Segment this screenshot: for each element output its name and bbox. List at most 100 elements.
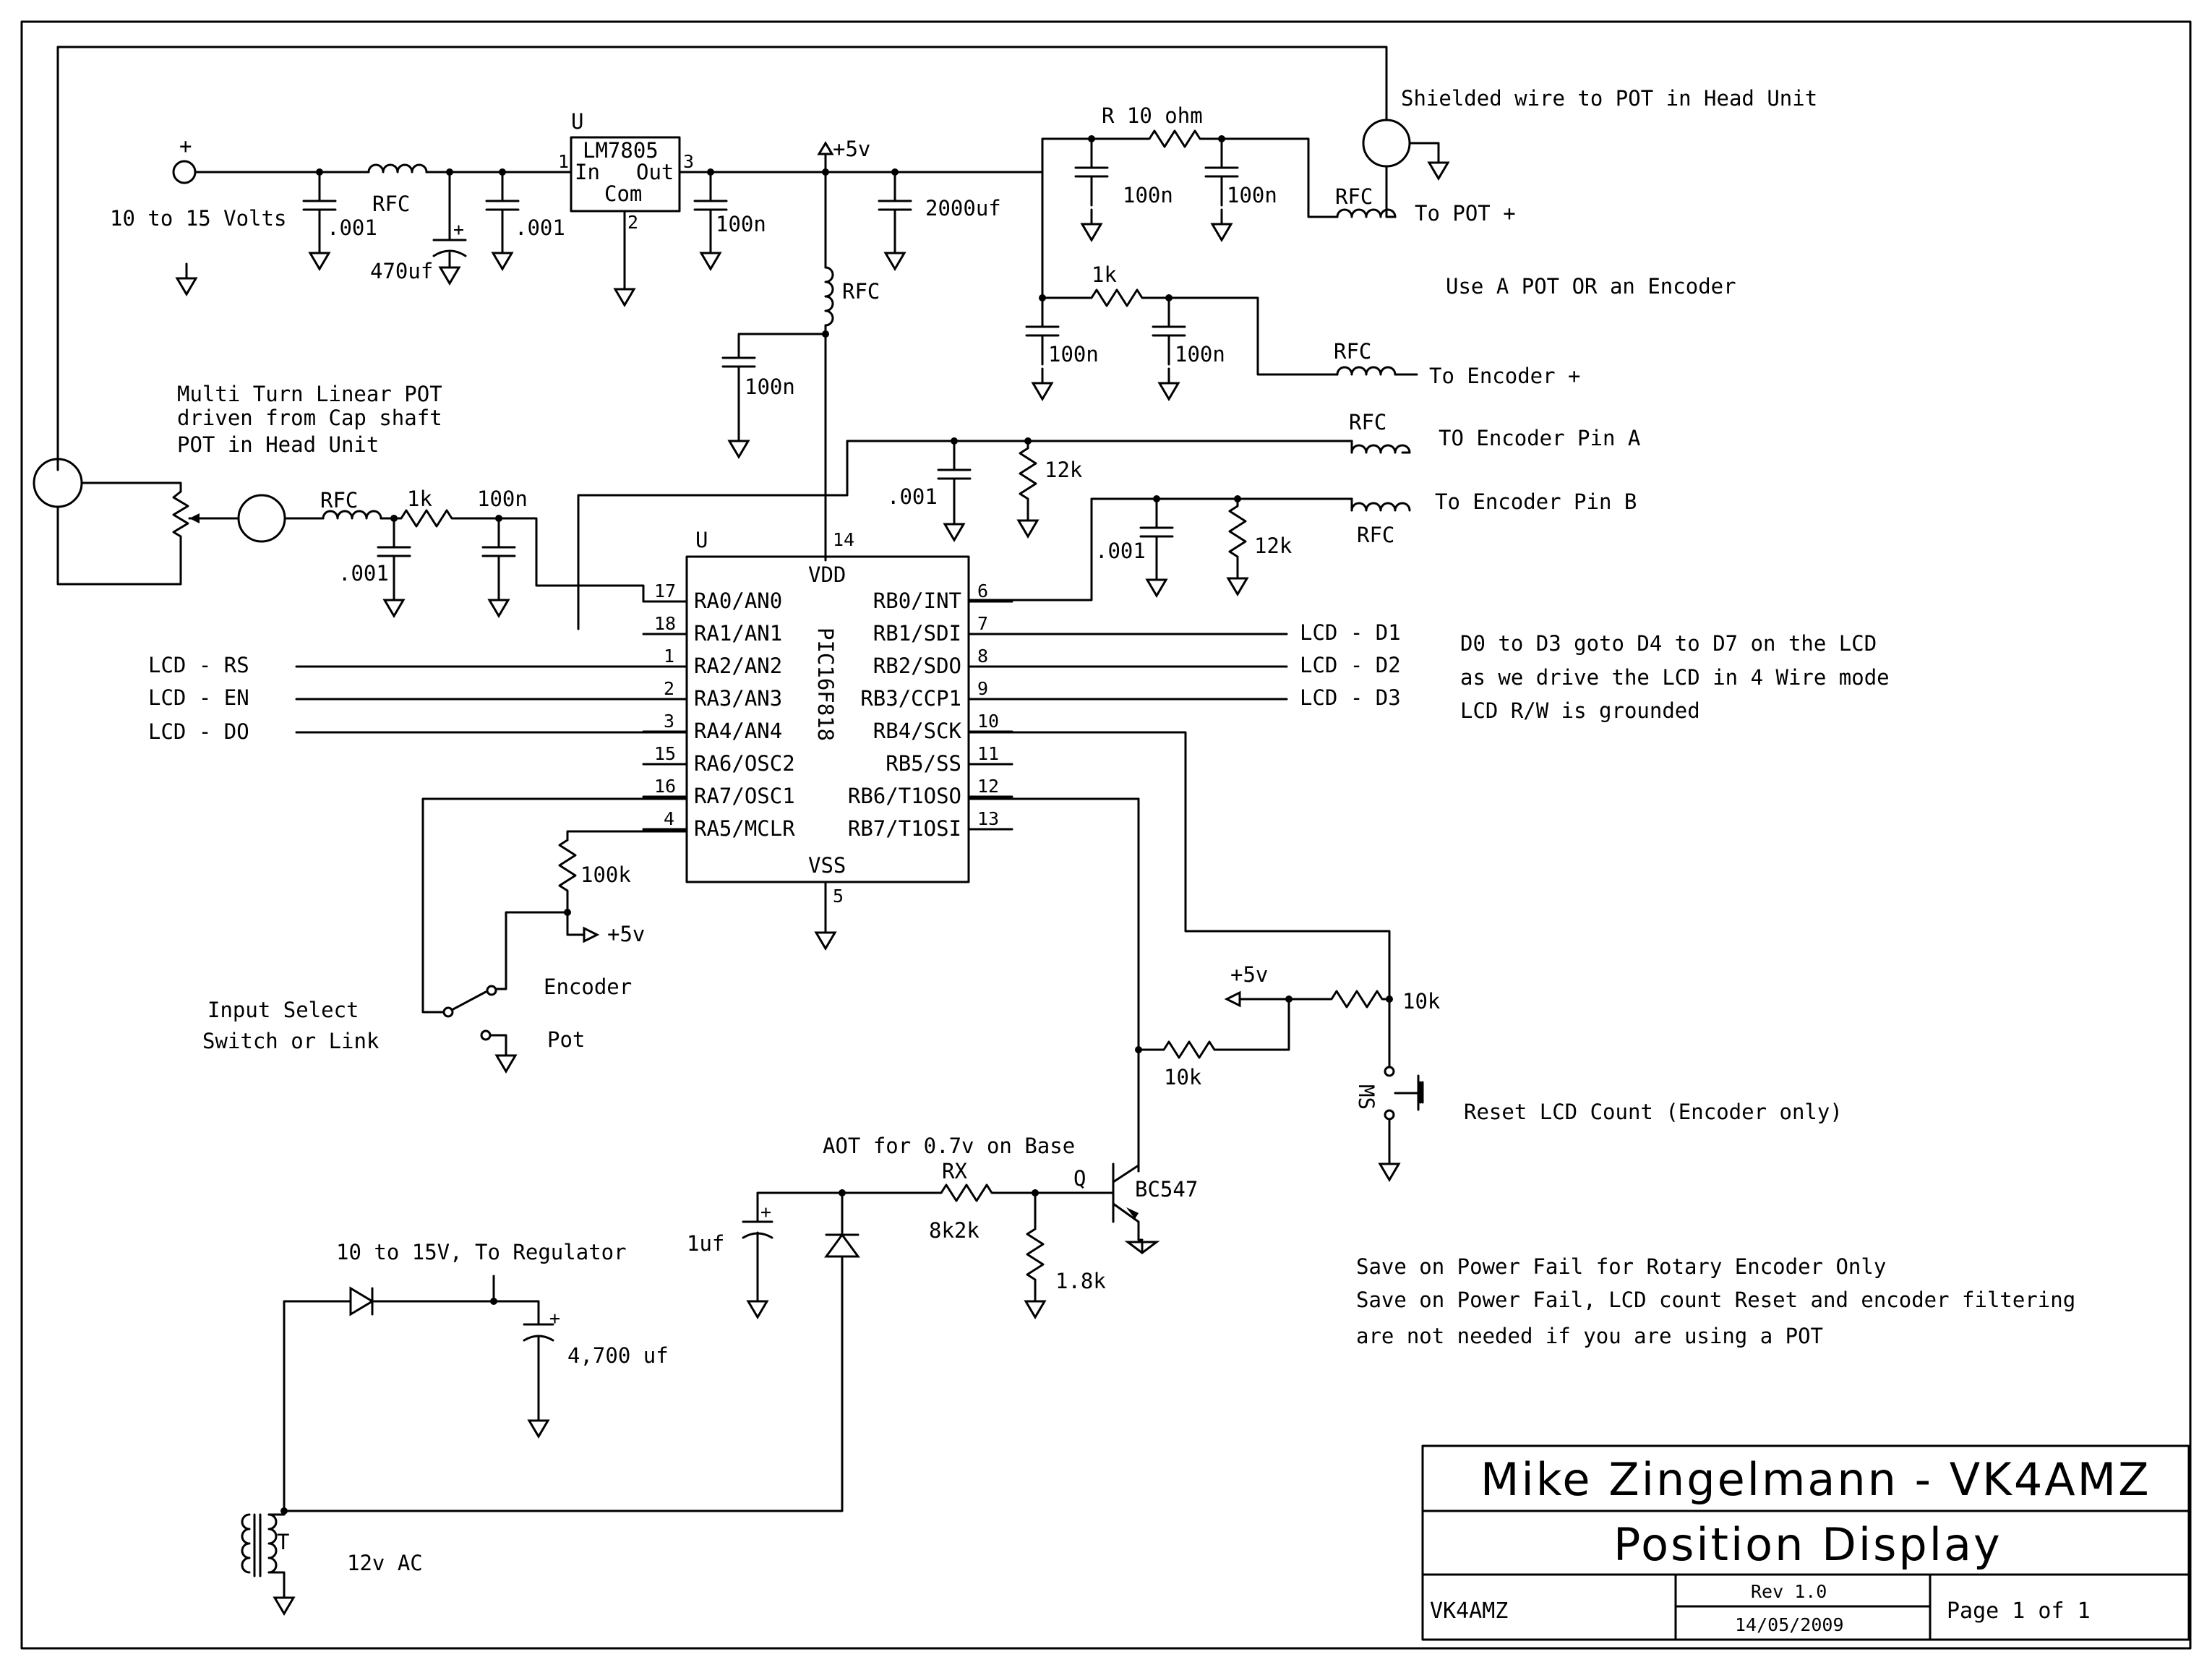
pin-number: 10 xyxy=(977,711,999,732)
mcu-pin-right: 12 RB6/T1OSO xyxy=(848,776,1013,808)
svg-text:+: + xyxy=(760,1202,771,1222)
ground-icon xyxy=(309,237,330,270)
c2000-label: 2000uf xyxy=(925,196,1001,220)
pin-number: 6 xyxy=(977,581,988,601)
date-label: 14/05/2009 xyxy=(1735,1614,1844,1635)
ground-icon xyxy=(700,237,721,270)
reset-lcd-label: Reset LCD Count (Encoder only) xyxy=(1464,1100,1843,1124)
to-encoder-label: To Encoder + xyxy=(1429,364,1581,388)
lcd-d0-label: LCD - DO xyxy=(148,719,249,744)
svg-text:BC547: BC547 xyxy=(1135,1177,1198,1202)
shielded-connector-icon xyxy=(1362,119,1411,168)
switch-pot-contact xyxy=(480,1029,492,1041)
ground-icon xyxy=(1379,1148,1400,1181)
c100n-d-label: 100n xyxy=(1227,183,1277,207)
ground-icon xyxy=(1211,208,1233,241)
pin-name: RA3/AN3 xyxy=(694,686,782,711)
rfc-in-label: RFC xyxy=(372,192,410,216)
pin-number: 3 xyxy=(664,711,674,732)
capacitor-icon xyxy=(481,517,516,586)
ground-icon xyxy=(728,425,750,458)
svg-text:14: 14 xyxy=(833,529,854,550)
ground-icon xyxy=(1032,367,1053,401)
ground-icon xyxy=(1081,208,1102,241)
r10k-b-label: 10k xyxy=(1164,1065,1202,1089)
capacitor-icon xyxy=(1074,137,1109,207)
ground-icon xyxy=(1146,564,1167,597)
svg-text:PIC16F818: PIC16F818 xyxy=(813,628,838,741)
svg-text:1: 1 xyxy=(558,151,569,172)
shielded-wire-label: Shielded wire to POT in Head Unit xyxy=(1401,86,1817,111)
resistor-icon xyxy=(1026,1220,1045,1288)
c100n-a-label: 100n xyxy=(716,212,766,236)
resistor-icon xyxy=(393,509,460,528)
transistor-bc547: Q BC547 xyxy=(1073,1162,1198,1254)
ground-icon xyxy=(943,508,965,541)
r1k-top-label: 1k xyxy=(1092,262,1117,287)
c001-b-label: .001 xyxy=(1095,539,1146,563)
revision-label: Rev 1.0 xyxy=(1751,1581,1827,1602)
v5-top-label: +5v xyxy=(833,137,870,161)
resistor-icon xyxy=(933,1183,1000,1202)
save-note-line2: Save on Power Fail, LCD count Reset and … xyxy=(1356,1288,2075,1312)
pin-name: RA0/AN0 xyxy=(694,588,782,613)
resistor-icon xyxy=(1141,129,1209,148)
pin-name: RA4/AN4 xyxy=(694,719,782,743)
svg-text:U: U xyxy=(695,528,708,552)
switch-note-line2: Switch or Link xyxy=(202,1029,380,1053)
input-select-switch[interactable] xyxy=(450,990,487,1011)
to-pot-label: To POT + xyxy=(1415,201,1516,226)
lcd-en-label: LCD - EN xyxy=(148,685,249,710)
reg-note-label: 10 to 15V, To Regulator xyxy=(336,1240,627,1264)
capacitor-icon xyxy=(878,171,912,240)
pot-note-line3: POT in Head Unit xyxy=(177,432,379,457)
rfc-inductor-icon xyxy=(367,163,428,174)
rfc-a-label: RFC xyxy=(1349,410,1386,434)
lcd-note-line3: LCD R/W is grounded xyxy=(1460,698,1700,723)
capacitor-icon xyxy=(485,171,520,240)
svg-text:Out: Out xyxy=(636,160,674,184)
pin-number: 16 xyxy=(654,776,676,797)
rfc-mid-label: RFC xyxy=(842,279,880,304)
r12k-b-label: 12k xyxy=(1254,534,1293,558)
rfc-inductor-icon xyxy=(1350,444,1411,454)
pin-name: RA7/OSC1 xyxy=(694,784,795,808)
c4700-label: 4,700 uf xyxy=(567,1343,669,1368)
pin-number: 13 xyxy=(977,808,999,829)
drawing-title: Position Display xyxy=(1613,1518,2002,1571)
svg-text:VDD: VDD xyxy=(808,562,846,587)
save-note-line3: are not needed if you are using a POT xyxy=(1356,1324,1823,1348)
pin-number: 18 xyxy=(654,613,676,634)
diode-icon xyxy=(349,1286,374,1316)
save-note-line1: Save on Power Fail for Rotary Encoder On… xyxy=(1356,1254,1886,1279)
pin-name: RB2/SDO xyxy=(873,654,961,678)
ground-icon xyxy=(176,262,197,296)
svg-text:+: + xyxy=(453,219,464,240)
supply-section: + 10 to 15 Volts RFC .001 + 470uf .001 xyxy=(110,134,573,296)
pot-section: Multi Turn Linear POT driven from Cap sh… xyxy=(33,382,688,617)
pin-number: 12 xyxy=(977,776,999,797)
r10k-a-label: 10k xyxy=(1402,989,1441,1014)
pin-number: 11 xyxy=(977,743,999,764)
diode-icon xyxy=(824,1233,860,1258)
rx-value-label: 8k2k xyxy=(929,1218,979,1243)
page-label: Page 1 of 1 xyxy=(1947,1598,2091,1624)
rfc-inductor-icon xyxy=(824,266,834,327)
encoder-pin-a-label: TO Encoder Pin A xyxy=(1439,426,1640,450)
pin-name: RB4/SCK xyxy=(873,719,962,743)
lcd-note-line1: D0 to D3 goto D4 to D7 on the LCD xyxy=(1460,631,1877,656)
ground-icon xyxy=(528,1405,549,1438)
c100n-b-label: 100n xyxy=(745,374,795,399)
pin-name: RB6/T1OSO xyxy=(848,784,961,808)
pin-name: RB3/CCP1 xyxy=(860,686,961,711)
switch-encoder-label: Encoder xyxy=(544,975,632,999)
svg-text:+: + xyxy=(549,1308,560,1329)
c001-a-label: .001 xyxy=(887,484,938,509)
